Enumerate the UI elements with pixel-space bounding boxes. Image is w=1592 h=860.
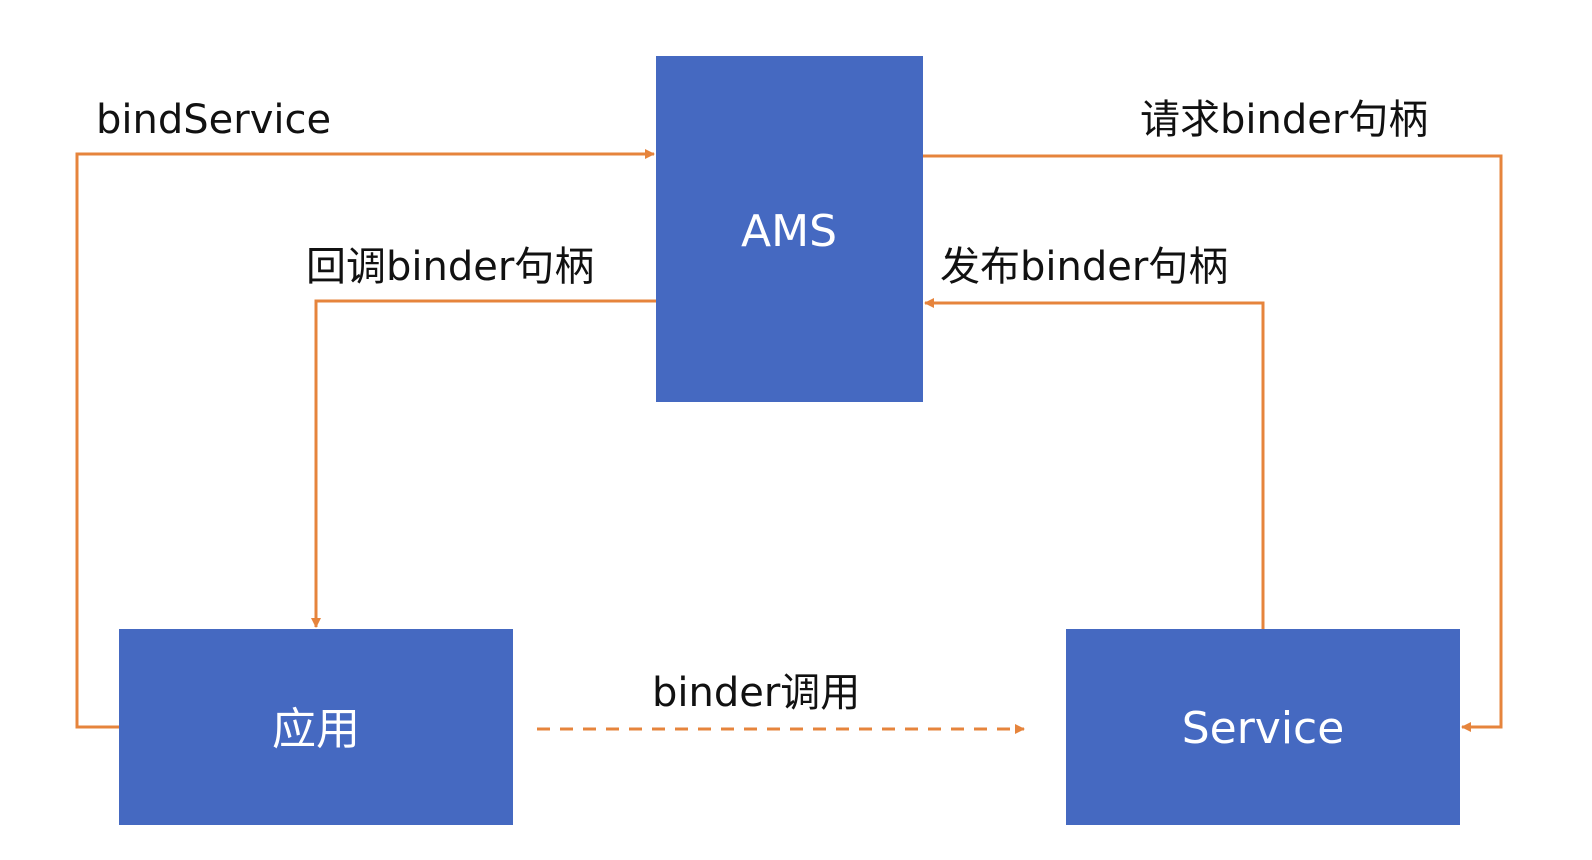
edge-callback-binder <box>311 299 656 628</box>
node-ams: AMS <box>656 56 923 402</box>
node-app-box <box>119 629 513 825</box>
edge-publish-binder <box>924 298 1265 629</box>
edge-label-request-binder: 请求binder句柄 <box>1140 97 1428 143</box>
edge-label-bind-service: bindService <box>96 97 331 143</box>
node-service-label: Service <box>1182 703 1345 754</box>
node-ams-box <box>656 56 923 402</box>
node-service-box <box>1066 629 1460 825</box>
node-ams-label: AMS <box>741 206 837 257</box>
edge-label-callback-binder: 回调binder句柄 <box>306 244 594 290</box>
edge-request-binder <box>923 154 1503 732</box>
edge-label-publish-binder: 发布binder句柄 <box>940 244 1228 290</box>
edge-bind-service <box>75 149 655 729</box>
edge-label-binder-call: binder调用 <box>652 670 860 716</box>
node-app-label: 应用 <box>272 704 360 755</box>
node-service: Service <box>1066 629 1460 825</box>
node-app: 应用 <box>119 629 513 825</box>
